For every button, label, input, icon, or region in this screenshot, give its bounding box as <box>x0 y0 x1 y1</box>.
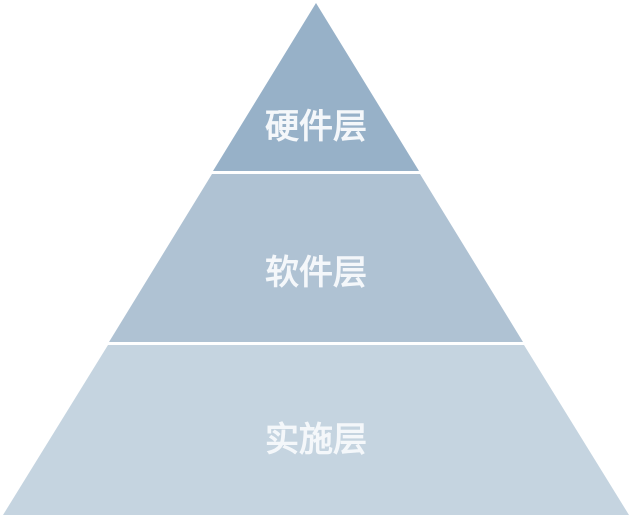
layer-label-implementation: 实施层 <box>265 420 367 460</box>
layer-label-software: 软件层 <box>265 253 367 293</box>
layer-label-hardware: 硬件层 <box>265 107 367 147</box>
pyramid-layer-hardware <box>213 3 419 171</box>
pyramid-layer-software <box>109 174 523 342</box>
pyramid-layer-implementation <box>3 345 629 515</box>
